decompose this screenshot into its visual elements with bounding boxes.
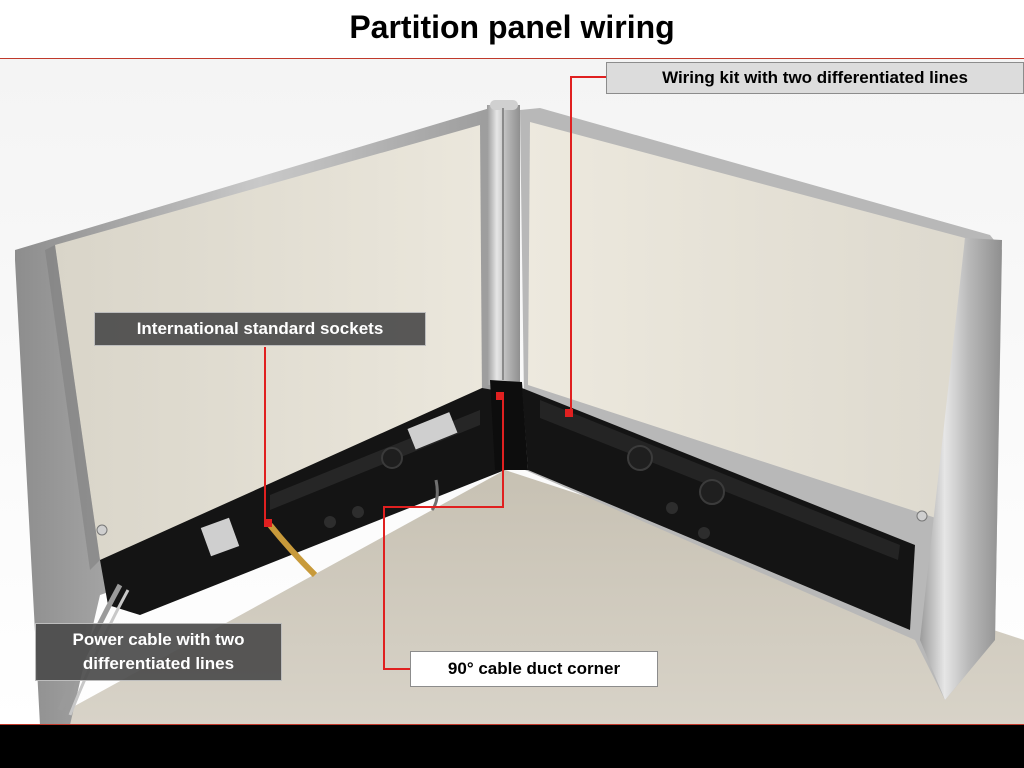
footer-divider	[0, 724, 1024, 725]
callout-power-cable: Power cable with two differentiated line…	[35, 623, 282, 681]
callout-wiring-kit: Wiring kit with two differentiated lines	[606, 62, 1024, 94]
partition-photo	[0, 59, 1024, 725]
page-title: Partition panel wiring	[349, 9, 675, 45]
title-divider	[0, 58, 1024, 59]
corner-duct	[490, 380, 528, 470]
footer-bar	[0, 725, 1024, 768]
callout-duct-corner: 90° cable duct corner	[410, 651, 658, 687]
right-panel-fabric	[528, 122, 965, 520]
callout-sockets: International standard sockets	[94, 312, 426, 346]
floor-surface	[40, 470, 1024, 725]
